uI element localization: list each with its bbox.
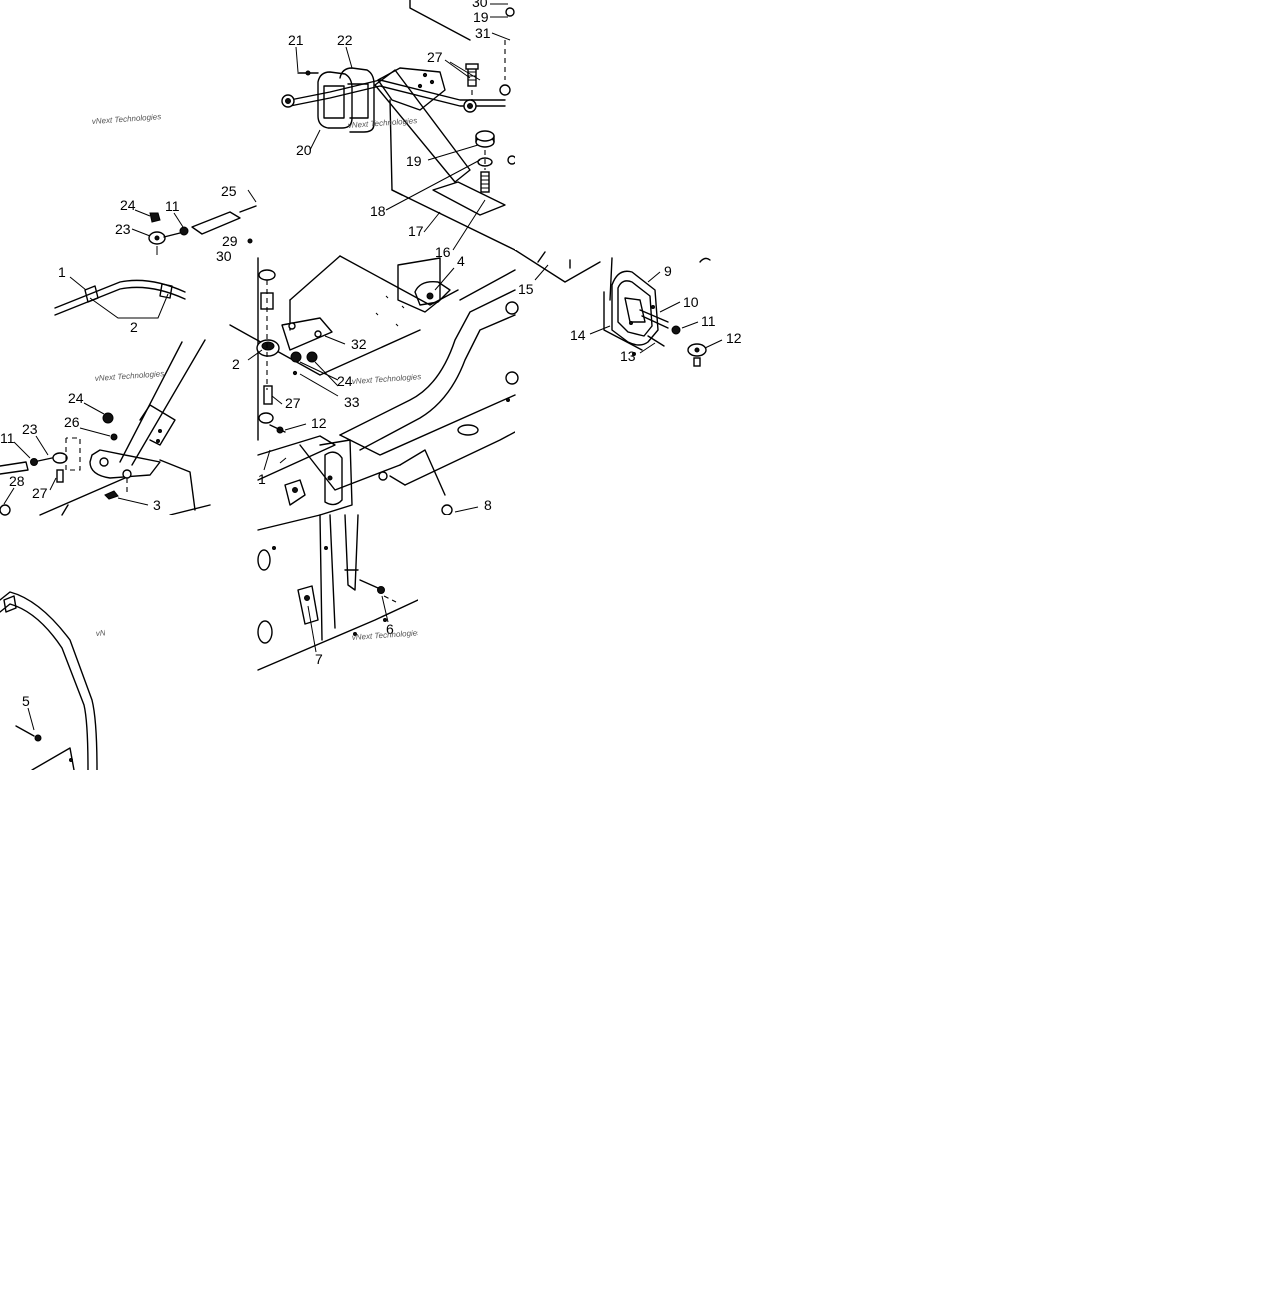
watermark-text: vNext Technologies bbox=[352, 372, 422, 386]
blank-tile-region bbox=[0, 770, 1285, 1285]
callout-3: 3 bbox=[153, 497, 161, 513]
callout-8: 8 bbox=[484, 497, 492, 513]
callout-10: 10 bbox=[683, 294, 699, 310]
callout-22: 22 bbox=[337, 32, 353, 48]
callout-27-center: 27 bbox=[285, 395, 301, 411]
callout-1-center: 1 bbox=[258, 471, 266, 487]
callout-28: 28 bbox=[9, 473, 25, 489]
callout-26: 26 bbox=[64, 414, 80, 430]
callout-33: 33 bbox=[344, 394, 360, 410]
callout-11-left: 11 bbox=[165, 198, 180, 214]
blank-tile-region bbox=[515, 0, 1285, 250]
callout-9: 9 bbox=[664, 263, 672, 279]
callout-24-left: 24 bbox=[120, 197, 136, 213]
callout-19-top: 19 bbox=[473, 9, 489, 25]
callout-27-top: 27 bbox=[427, 49, 443, 65]
callout-23-lower: 23 bbox=[22, 421, 38, 437]
callout-1-handlebar: 1 bbox=[58, 264, 66, 280]
callout-labels: 30 19 31 21 22 27 20 19 18 17 16 24 11 2… bbox=[0, 0, 742, 709]
callout-17: 17 bbox=[408, 223, 424, 239]
callout-27-lower: 27 bbox=[32, 485, 48, 501]
callout-19: 19 bbox=[406, 153, 422, 169]
callout-4: 4 bbox=[457, 253, 465, 269]
handle-bar-assembly bbox=[0, 591, 98, 771]
callout-11-lower: 11 bbox=[0, 430, 15, 446]
callout-7: 7 bbox=[315, 651, 323, 667]
frame-mount-assembly bbox=[229, 255, 519, 516]
blank-tile-region bbox=[258, 672, 418, 770]
callout-12-right: 12 bbox=[726, 330, 742, 346]
callout-30-top: 30 bbox=[472, 0, 488, 10]
blank-tile-region bbox=[418, 515, 515, 770]
callout-25: 25 bbox=[221, 183, 237, 199]
callout-21: 21 bbox=[288, 32, 304, 48]
callout-24-lower: 24 bbox=[68, 390, 84, 406]
callout-13: 13 bbox=[620, 348, 636, 364]
callout-5: 5 bbox=[22, 693, 30, 709]
callout-2-handlebar: 2 bbox=[130, 319, 138, 335]
steering-rod-assembly bbox=[0, 189, 257, 516]
watermark-text: vNext Technologies bbox=[95, 369, 165, 383]
watermark-text: vNext Technologies bbox=[352, 628, 422, 642]
pivot-plate-assembly bbox=[514, 249, 723, 367]
callout-15: 15 bbox=[518, 281, 534, 297]
callout-32: 32 bbox=[351, 336, 367, 352]
callout-20: 20 bbox=[296, 142, 312, 158]
callout-31: 31 bbox=[475, 25, 491, 41]
callout-11-right: 11 bbox=[701, 313, 716, 329]
lower-frame-assembly bbox=[257, 514, 419, 671]
callout-12-center: 12 bbox=[311, 415, 327, 431]
callout-2-bushing: 2 bbox=[232, 356, 240, 372]
steering-linkage-assembly bbox=[281, 0, 517, 251]
callout-24-center: 24 bbox=[337, 373, 353, 389]
blank-tile-region bbox=[105, 515, 257, 770]
callout-16: 16 bbox=[435, 244, 451, 260]
callout-6: 6 bbox=[386, 621, 394, 637]
callout-23-left: 23 bbox=[115, 221, 131, 237]
callout-29: 29 bbox=[222, 233, 238, 249]
callout-14: 14 bbox=[570, 327, 586, 343]
callout-30: 30 bbox=[216, 248, 232, 264]
callout-18: 18 bbox=[370, 203, 386, 219]
